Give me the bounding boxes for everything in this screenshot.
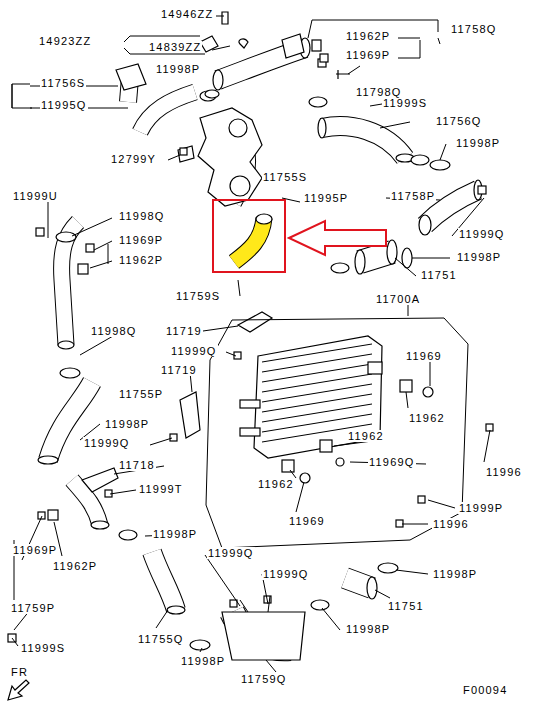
part-number: 11751 [387, 600, 425, 612]
part-number: 11962P [345, 30, 391, 42]
part-number: 11969 [405, 350, 443, 362]
part-number: 11962 [408, 412, 446, 424]
part-number: 11995Q [40, 99, 88, 111]
part-number: 11969P [12, 544, 58, 556]
part-number: 11999P [458, 502, 504, 514]
part-number: 11998P [455, 137, 501, 149]
part-number: 11755P [118, 388, 164, 400]
part-number: 11998P [345, 623, 391, 635]
part-number: 11999U [12, 190, 59, 202]
part-number: 11969P [118, 234, 164, 246]
part-number: 11999Q [83, 437, 131, 449]
part-number: 11700A [375, 293, 421, 305]
part-number: 11999S [20, 642, 66, 654]
part-number: 11962P [52, 560, 98, 572]
part-number: 11962P [118, 254, 164, 266]
part-number: 11758Q [450, 23, 498, 35]
part-number: 11759Q [240, 673, 288, 685]
part-number: 11718 [118, 459, 156, 471]
part-number: 11969P [345, 49, 391, 61]
part-number: 11998Q [90, 325, 138, 337]
part-number: 11962 [257, 478, 295, 490]
part-number: 11962 [347, 430, 385, 442]
part-number: 11969 [288, 515, 326, 527]
part-number: 11998P [104, 418, 150, 430]
part-number: 11719 [165, 325, 203, 337]
part-number: 11998P [180, 655, 226, 667]
part-number: 11996 [485, 466, 523, 478]
part-number: 11996 [432, 518, 470, 530]
part-number: 14839ZZ [148, 41, 202, 53]
part-number: 11969Q [368, 456, 416, 468]
part-number: 11998P [155, 63, 201, 75]
part-number: 12799Y [110, 153, 157, 165]
part-number: 11999Q [170, 345, 218, 357]
part-number: 11998P [152, 528, 198, 540]
part-number: 11999Q [458, 228, 506, 240]
part-number: 11999Q [207, 547, 255, 559]
part-number: 11798Q [355, 86, 403, 98]
part-number: 11998P [456, 251, 502, 263]
part-number: 11751 [420, 269, 458, 281]
part-number: 11759P [10, 602, 56, 614]
part-number: 11995P [303, 192, 349, 204]
part-number: FR [10, 666, 29, 678]
part-number: 11999S [382, 97, 428, 109]
part-number: 11756Q [435, 115, 483, 127]
part-number: 11759S [175, 290, 221, 302]
part-number: 11998Q [118, 210, 166, 222]
part-number: 11755Q [137, 633, 185, 645]
part-number: 11756S [40, 77, 86, 89]
part-number: 14923ZZ [38, 35, 92, 47]
part-number: 11758P [390, 190, 436, 202]
part-number: 14946ZZ [160, 8, 214, 20]
part-number: 11755S [262, 171, 308, 183]
part-number: 11998P [432, 568, 478, 580]
part-number: 11999T [138, 483, 184, 495]
part-number: 11999Q [262, 568, 310, 580]
part-number: 11719 [160, 364, 198, 376]
figure-code: F00094 [462, 684, 509, 696]
